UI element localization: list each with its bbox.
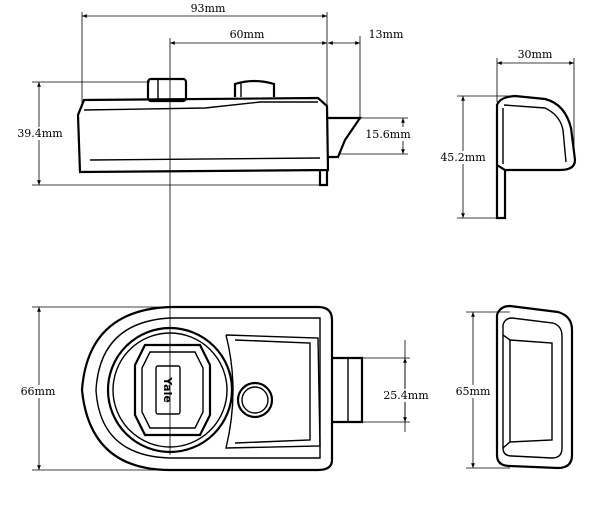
cylinder-offset-label: 60mm	[230, 28, 265, 41]
body-height-dimension: 39.4mm	[17, 81, 320, 186]
front-height-label: 66mm	[21, 385, 56, 398]
end-view	[495, 304, 574, 470]
front-view: Yale	[80, 305, 364, 472]
side-height-dimension: 45.2mm	[440, 95, 510, 219]
overall-width-dimension: 93mm	[81, 2, 328, 108]
end-height-dimension: 65mm	[455, 311, 510, 469]
bolt-width-dimension: 25.4mm	[362, 340, 429, 432]
side-width-label: 30mm	[518, 48, 553, 61]
bolt-projection-label: 13mm	[369, 28, 404, 41]
yale-logo: Yale	[161, 376, 174, 403]
side-width-dimension: 30mm	[496, 48, 575, 150]
body-height-label: 39.4mm	[17, 127, 63, 140]
bolt-height-dimension: 15.6mm	[340, 117, 412, 155]
bolt-width-label: 25.4mm	[383, 389, 429, 402]
bolt-height-label: 15.6mm	[365, 128, 411, 141]
side-elevation-view	[76, 38, 363, 455]
front-height-dimension: 66mm	[20, 306, 170, 471]
end-height-label: 65mm	[456, 385, 491, 398]
end-profile-view	[495, 94, 577, 220]
cylinder-offset-dimension: 60mm	[170, 28, 327, 45]
overall-width-label: 93mm	[191, 2, 226, 15]
bolt-projection-dimension: 13mm	[328, 28, 404, 120]
side-height-label: 45.2mm	[440, 151, 486, 164]
